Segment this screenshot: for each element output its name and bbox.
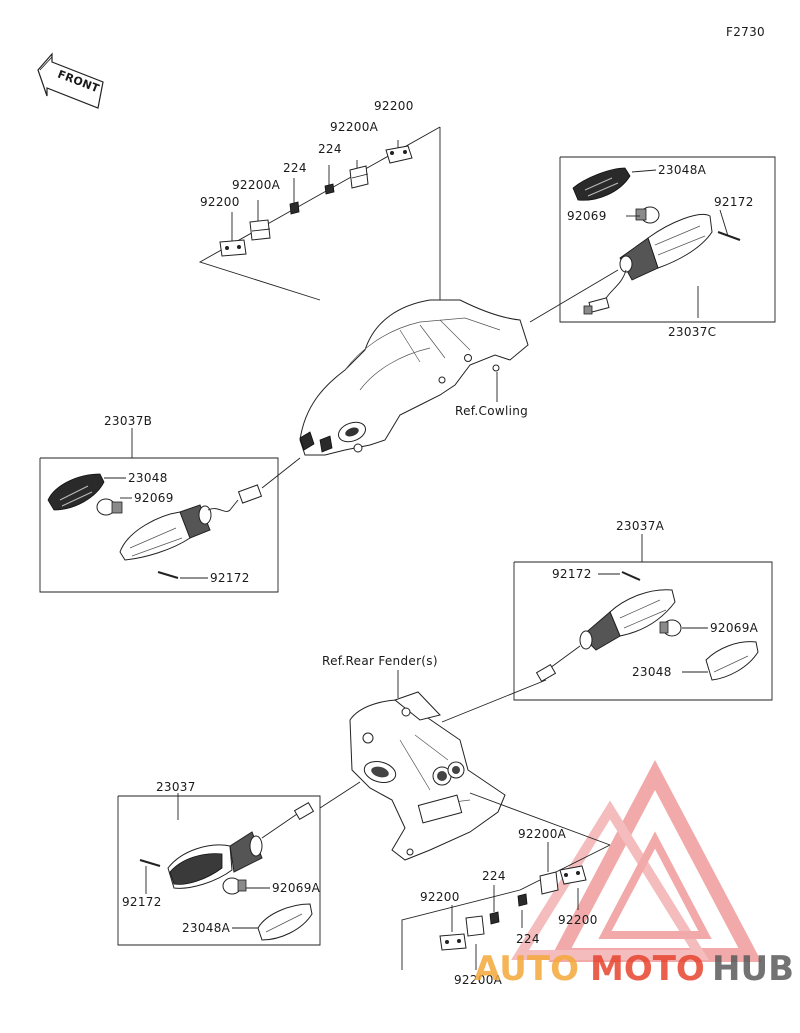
label-92200-b2: 92200 xyxy=(558,913,598,927)
label-92069-fl: 92069 xyxy=(134,491,174,505)
watermark-moto: MOTO xyxy=(590,949,705,989)
screw-92172-top xyxy=(717,231,741,241)
lens-23048A-top xyxy=(572,167,631,201)
label-224-t1: 224 xyxy=(318,142,342,156)
label-23048-fl: 23048 xyxy=(128,471,168,485)
front-arrow-icon xyxy=(37,52,104,109)
group-box-23037 xyxy=(117,795,321,946)
clip-92200A-top-right xyxy=(349,165,369,189)
screw-92172-rear-right xyxy=(621,571,641,581)
clip-92200A-top-left xyxy=(249,219,271,241)
ref-rear-fender-label: Ref.Rear Fender(s) xyxy=(322,654,438,668)
label-92200-b1: 92200 xyxy=(420,890,460,904)
watermark-text: AUTO MOTO HUB xyxy=(474,949,794,989)
turn-signal-23037C xyxy=(583,214,713,315)
label-92172-rl: 92172 xyxy=(122,895,162,909)
connector-line-rear-left xyxy=(319,781,361,809)
ref-cowling-label: Ref.Cowling xyxy=(455,404,528,418)
bolt-224-top-left xyxy=(289,201,300,215)
lens-23048A-rear-left xyxy=(257,903,313,941)
lens-23048-rear-right xyxy=(705,641,759,681)
group-label-23037C: 23037C xyxy=(668,325,716,339)
label-224-b1: 224 xyxy=(482,869,506,883)
label-92069A-rl: 92069A xyxy=(272,881,321,895)
connector-line-front-left xyxy=(261,457,301,489)
group-box-23037B xyxy=(39,457,279,593)
lens-23048-front-left xyxy=(47,473,105,511)
connector-line-front-right xyxy=(529,269,619,323)
label-92069A-rr: 92069A xyxy=(710,621,759,635)
watermark-hub: HUB xyxy=(712,949,794,989)
label-92200-t1: 92200 xyxy=(374,99,414,113)
bulb-92069A-rear-right xyxy=(659,619,682,637)
turn-signal-23037B xyxy=(119,484,263,561)
cowling-bracket xyxy=(299,299,529,456)
group-label-23037B: 23037B xyxy=(104,414,152,428)
label-92069-top: 92069 xyxy=(567,209,607,223)
bulb-92069A-rear-left xyxy=(222,877,247,895)
screw-92172-front-left xyxy=(157,571,179,579)
label-23048A-rl: 23048A xyxy=(182,921,231,935)
nut-plate-92200-bottom-left xyxy=(439,933,467,951)
label-92172-fl: 92172 xyxy=(210,571,250,585)
label-92172-rr: 92172 xyxy=(552,567,592,581)
bolt-224-bottom-left xyxy=(489,911,500,925)
bolt-224-top-right xyxy=(324,183,335,195)
nut-plate-92200-top-right xyxy=(385,145,413,164)
screw-92172-rear-left xyxy=(139,859,161,867)
clip-92200A-bottom-left xyxy=(465,915,485,937)
turn-signal-23037A xyxy=(535,589,676,683)
bolt-224-bottom-right xyxy=(517,893,528,907)
label-92200A-b2: 92200A xyxy=(454,973,503,987)
group-label-23037: 23037 xyxy=(156,780,196,794)
label-92172-top: 92172 xyxy=(714,195,754,209)
group-label-23037A: 23037A xyxy=(616,519,665,533)
label-224-b2: 224 xyxy=(516,932,540,946)
label-23048A-top: 23048A xyxy=(658,163,707,177)
label-92200A-b1: 92200A xyxy=(518,827,567,841)
watermark-logo xyxy=(511,760,762,962)
watermark-auto: AUTO xyxy=(474,949,579,989)
label-92200-t2: 92200 xyxy=(200,195,240,209)
clip-92200A-bottom-right xyxy=(539,871,559,895)
label-224-t2: 224 xyxy=(283,161,307,175)
bulb-92069-front-left xyxy=(96,498,123,516)
group-box-23037C xyxy=(559,156,776,323)
group-box-23037A xyxy=(513,561,773,701)
figure-id: F2730 xyxy=(726,25,765,39)
turn-signal-23037 xyxy=(167,801,315,889)
nut-plate-92200-top-left xyxy=(219,239,247,257)
rear-fender-bracket xyxy=(349,691,506,861)
bottom-hardware-bracket-lines xyxy=(401,792,611,970)
label-92200A-t2: 92200A xyxy=(232,178,281,192)
label-23048-rr: 23048 xyxy=(632,665,672,679)
label-92200A-t1: 92200A xyxy=(330,120,379,134)
nut-plate-92200-bottom-right xyxy=(559,865,587,885)
bulb-92069-top xyxy=(635,206,660,224)
connector-line-rear-right xyxy=(441,679,547,723)
